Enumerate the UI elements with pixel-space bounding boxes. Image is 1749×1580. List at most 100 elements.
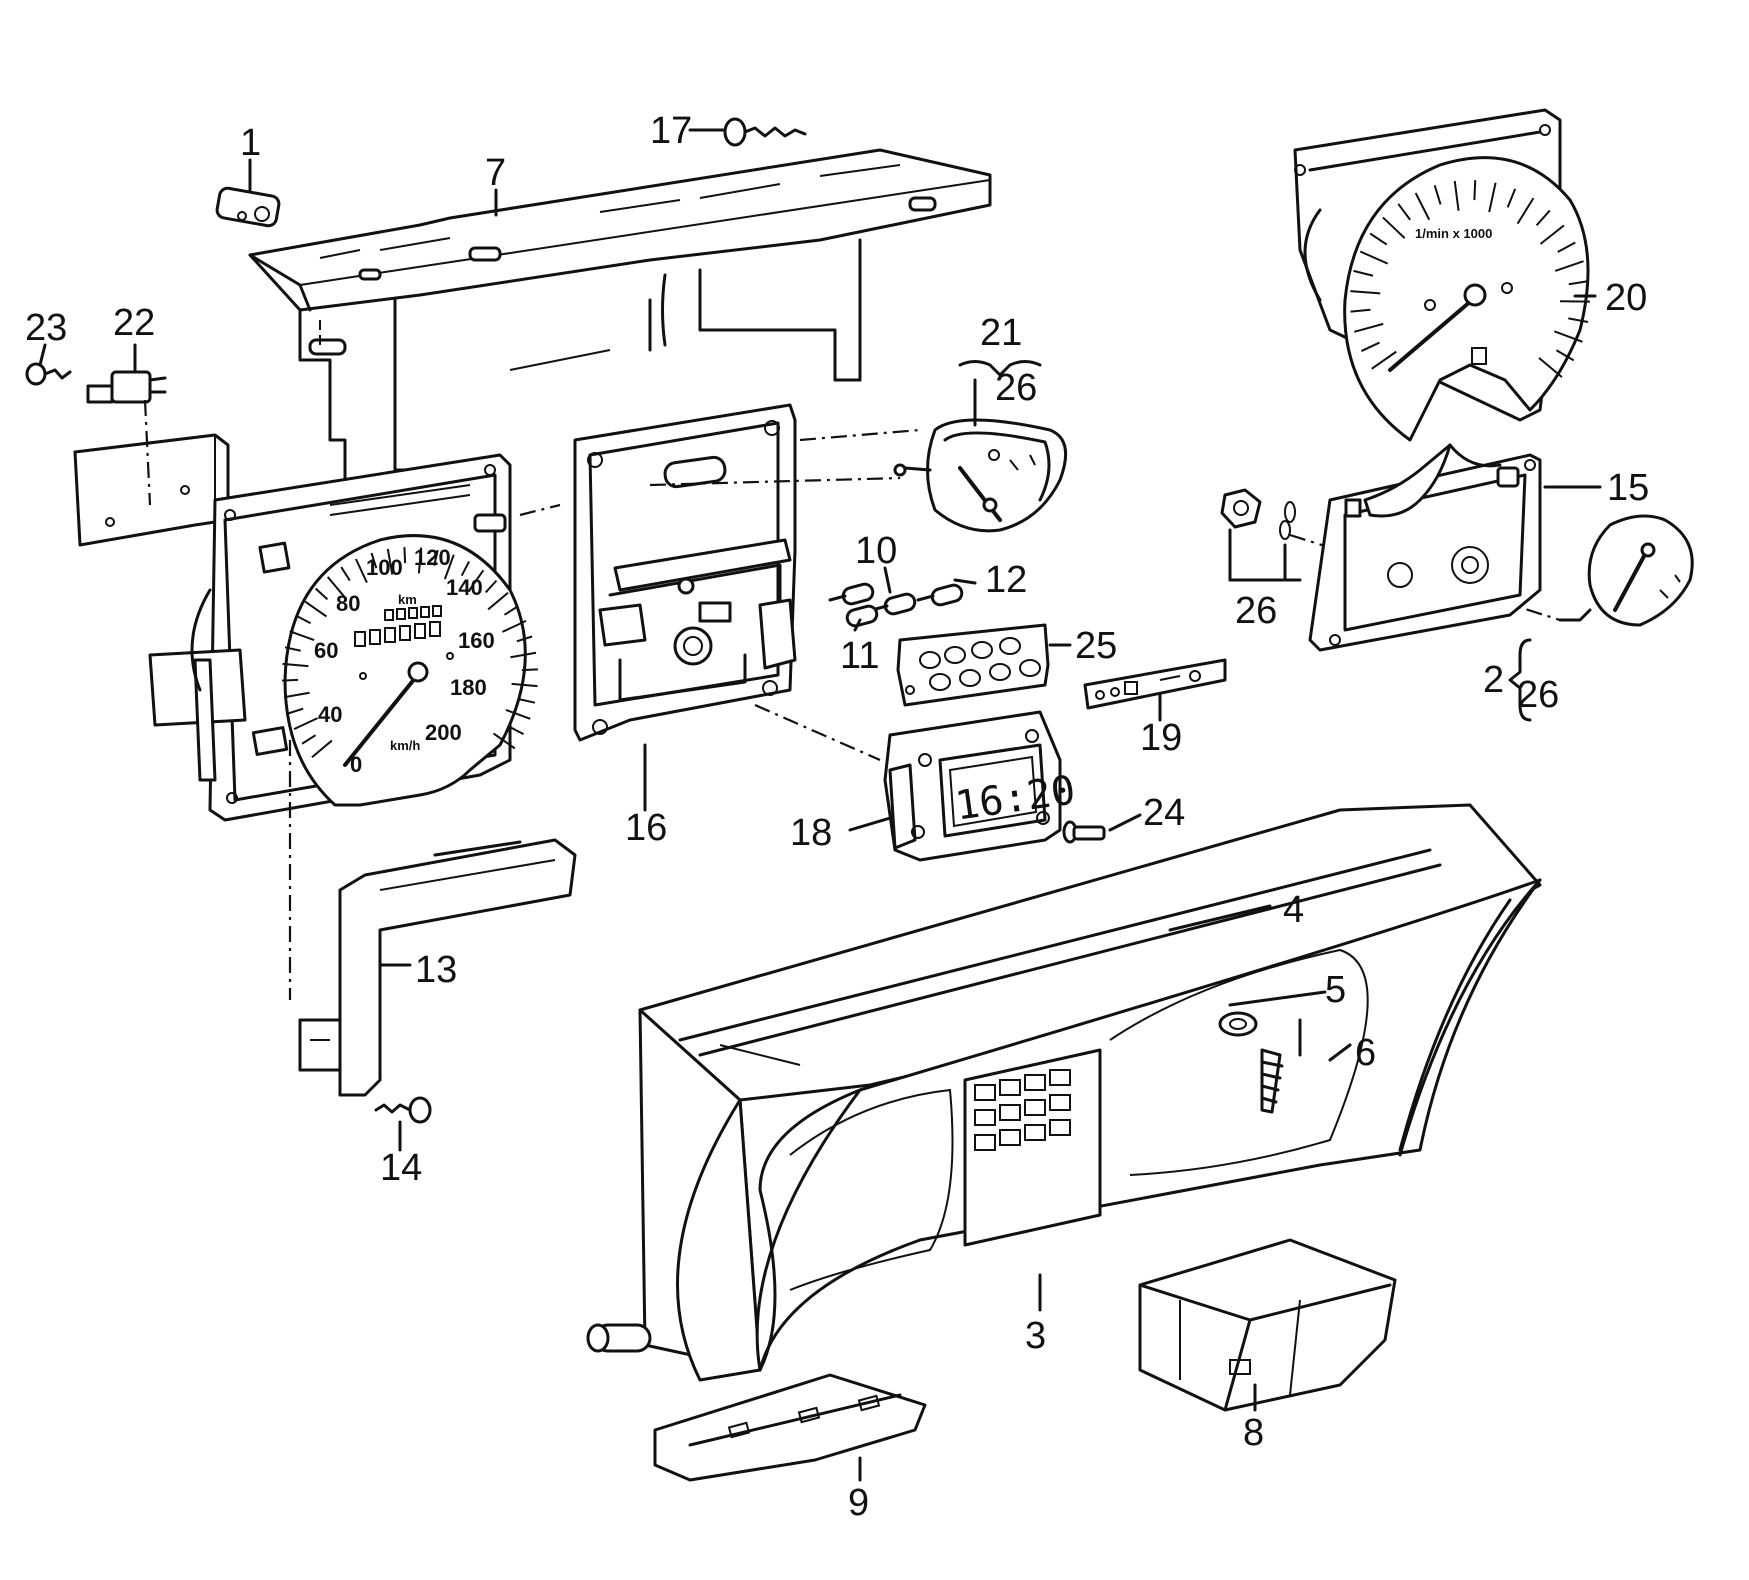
part-25-warning-light-housing: [896, 623, 1050, 707]
speedometer-tick: [289, 630, 315, 642]
leader-lines: [38, 128, 1602, 1482]
tachometer-tick: [1554, 260, 1584, 272]
speed-label-160: 160: [458, 628, 495, 653]
speedometer-tick: [521, 668, 538, 672]
tachometer-tick: [1371, 350, 1397, 370]
callout-2: 2: [1483, 659, 1504, 701]
speedometer-tick: [403, 547, 407, 564]
speedometer-tick: [519, 698, 536, 704]
tachometer-tick: [1568, 280, 1589, 286]
speedometer-tick: [314, 587, 329, 601]
parts-10-11-12-bulbs: [828, 582, 964, 628]
speedometer-tick: [508, 725, 524, 735]
part-19-symbol-strip: [1083, 658, 1227, 710]
callout-7: 7: [485, 152, 506, 194]
speed-label-140: 140: [446, 575, 483, 600]
part-14-screw: [374, 1096, 432, 1124]
part-17-screw: [723, 117, 807, 147]
callout-18: 18: [790, 812, 832, 854]
odometer-digits: [354, 605, 442, 647]
callout-9: 9: [848, 1482, 869, 1524]
speedometer-tick: [282, 662, 309, 668]
speedometer-dial: 0 40 60 80 100 120 140 160 180 200 km/h …: [282, 534, 538, 807]
speed-label-200: 200: [425, 720, 462, 745]
callout-22: 22: [113, 302, 155, 344]
speed-label-120: 120: [414, 545, 451, 570]
part-24-screw: [1062, 820, 1106, 844]
speedometer-tick: [340, 566, 351, 582]
tachometer-tick: [1414, 192, 1431, 221]
callout-16: 16: [625, 807, 667, 849]
speed-label-100: 100: [366, 555, 403, 580]
tachometer-tick: [1353, 269, 1374, 277]
tachometer-tick: [1350, 308, 1371, 313]
fuel-pump-icon: [1471, 347, 1487, 365]
indicator-windows: [974, 1069, 1071, 1151]
nut-and-washer: [1220, 488, 1302, 582]
speedometer-tick: [296, 615, 312, 625]
tachometer-tick: [1473, 180, 1477, 201]
tachometer-tick: [1557, 241, 1576, 253]
tachometer-tick: [1397, 203, 1411, 221]
part-2-gauge: [1558, 514, 1694, 627]
tachometer-tick: [1568, 317, 1589, 324]
part-16-circuit-board: [573, 403, 797, 742]
tachometer-tick-marks: [1350, 180, 1591, 378]
callout-26-nut: 26: [1235, 590, 1277, 632]
speedometer-tick: [487, 591, 509, 611]
callout-19: 19: [1140, 717, 1182, 759]
part-15-mounting-frame: [1308, 443, 1542, 652]
tachometer-tick: [1555, 349, 1575, 362]
tachometer-tick: [1354, 322, 1384, 333]
tachometer-tick: [1350, 290, 1381, 295]
part-7-carrier-plate: [248, 148, 992, 522]
callout-12: 12: [985, 559, 1027, 601]
odometer-unit-km: km: [398, 592, 417, 607]
callout-24: 24: [1143, 792, 1185, 834]
part-13-circuit-strip: [298, 838, 577, 1097]
speed-label-40: 40: [318, 702, 342, 727]
part-20-tachometer: 1/min x 1000: [1293, 108, 1591, 442]
speedometer-tick: [326, 576, 346, 598]
speedometer-tick: [460, 561, 470, 577]
speedometer-tick: [284, 646, 301, 652]
callout-4: 4: [1283, 889, 1304, 931]
part-22-connector: [86, 370, 167, 404]
speed-label-180: 180: [450, 675, 487, 700]
tachometer-tick: [1488, 182, 1497, 213]
speed-label-60: 60: [314, 638, 338, 663]
speed-label-80: 80: [336, 591, 360, 616]
speedometer-tick: [516, 635, 533, 643]
speedometer-tick: [283, 691, 310, 699]
tachometer-tick: [1535, 209, 1551, 227]
part-1-bulb-holder: [215, 186, 281, 228]
callout-numbers: 1 2 3 4 5 6 7 8 9 10 11 12 13 14 15 16 1…: [25, 110, 1649, 1524]
speedometer-tick: [417, 547, 423, 574]
part-8-bracket: [1138, 1238, 1397, 1412]
speedometer-tick-marks: [282, 547, 538, 759]
callout-26-gauge: 26: [995, 367, 1037, 409]
speedometer-tick: [484, 579, 498, 594]
callout-17: 17: [650, 110, 692, 152]
speedometer-tick: [311, 739, 333, 759]
callout-20: 20: [1605, 277, 1647, 319]
callout-3: 3: [1025, 1315, 1046, 1357]
speedometer-tick: [505, 708, 531, 720]
speedometer-tick: [503, 605, 519, 616]
speedometer-tick: [282, 678, 299, 682]
callout-14: 14: [380, 1147, 422, 1189]
callout-5: 5: [1325, 969, 1346, 1011]
callout-23: 23: [25, 307, 67, 349]
callout-6: 6: [1355, 1032, 1376, 1074]
speed-unit-kmh: km/h: [390, 738, 420, 753]
callout-8: 8: [1243, 1412, 1264, 1454]
speedometer-tick: [511, 682, 538, 688]
tachometer-tick: [1433, 185, 1442, 205]
callout-1: 1: [240, 122, 261, 164]
callout-26-gauge-2: 26: [1517, 674, 1559, 716]
part-23-screw: [25, 362, 72, 386]
speedometer-tick: [492, 732, 516, 750]
part-9-bracket: [653, 1373, 927, 1482]
callout-25: 25: [1075, 625, 1117, 667]
